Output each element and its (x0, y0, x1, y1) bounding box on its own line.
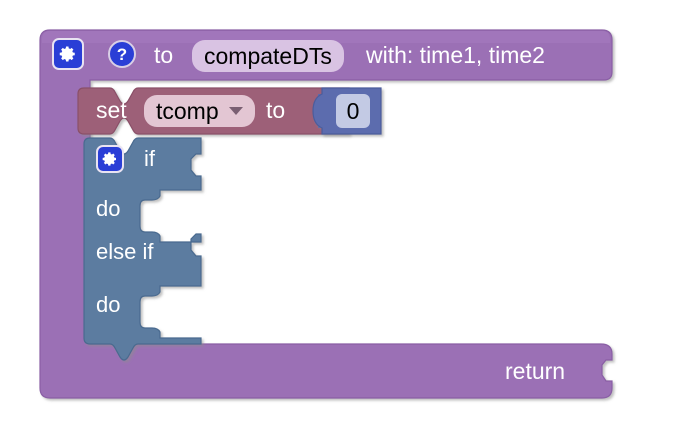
else-if-value-input-socket[interactable] (191, 234, 205, 258)
set-label: set (96, 97, 127, 123)
chevron-down-icon[interactable] (228, 107, 243, 115)
help-question-icon[interactable]: ? (108, 40, 136, 68)
do-statement-input-socket[interactable] (140, 196, 202, 236)
number-value-text: 0 (346, 97, 360, 124)
variable-dropdown-field[interactable]: tcomp (144, 95, 255, 127)
return-label: return (505, 358, 566, 384)
return-value-input-socket[interactable] (598, 358, 614, 384)
do-statement-input-socket[interactable] (140, 292, 202, 332)
else-if-row-label: else if (96, 239, 154, 264)
if-row-label: if (144, 146, 155, 171)
procedure-definition-block[interactable] (39, 29, 613, 399)
variable-name-text: tcomp (156, 97, 219, 124)
gear-icon[interactable] (52, 38, 84, 70)
procedure-name-field[interactable]: compateDTs (192, 40, 344, 72)
gear-icon[interactable] (96, 145, 124, 173)
do-row-label: do (96, 196, 121, 221)
procedure-name-text: compateDTs (204, 42, 332, 69)
if-value-input-socket[interactable] (191, 154, 205, 178)
controls-if-block[interactable] (83, 137, 202, 361)
number-input-field[interactable]: 0 (336, 94, 370, 128)
do-row-label: do (96, 292, 121, 317)
procedure-to-label: to (154, 42, 174, 68)
procedure-with-label: with: time1, time2 (366, 42, 545, 68)
set-to-label: to (266, 97, 286, 123)
